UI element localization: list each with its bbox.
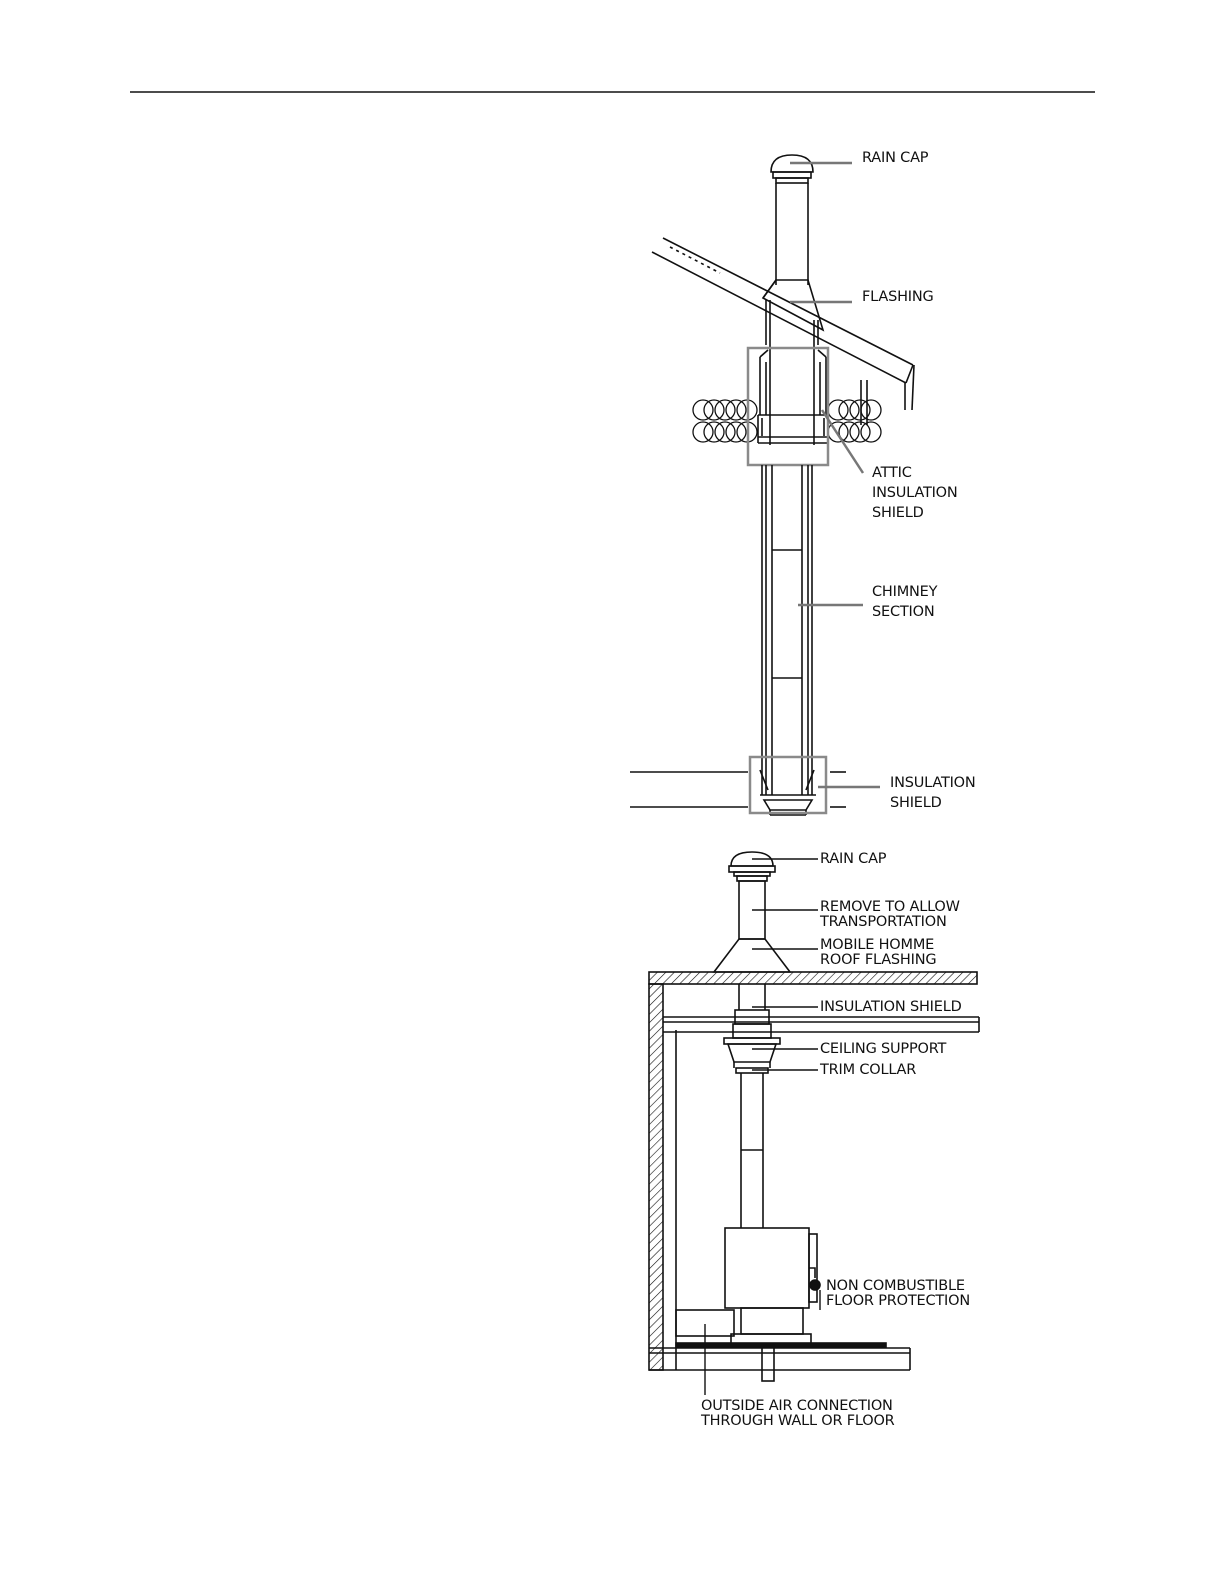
label-mobile-flashing-line1: MOBILE HOMME [820, 937, 934, 953]
rain-cap [771, 155, 813, 183]
label-attic-line3: SHIELD [872, 505, 924, 521]
label-chimney-line2: SECTION [872, 604, 934, 620]
label-chimney-line1: CHIMNEY [872, 584, 938, 600]
label-floor-protection-line2: FLOOR PROTECTION [826, 1293, 970, 1309]
mobile-roof [649, 972, 977, 984]
floor-air-inlet [762, 1345, 774, 1381]
wood-stove [725, 1228, 820, 1344]
mobile-home-diagram [649, 852, 979, 1395]
label-trim-collar: TRIM COLLAR [819, 1062, 916, 1078]
chimney-section [762, 465, 812, 795]
mobile-wall [649, 984, 663, 1370]
label-floor-protection-line1: NON COMBUSTIBLE [826, 1278, 965, 1294]
label-insulation-shield-mobile: INSULATION SHIELD [820, 999, 962, 1015]
label-remove-line1: REMOVE TO ALLOW [820, 899, 960, 915]
label-ceiling-support: CEILING SUPPORT [820, 1041, 947, 1057]
label-insulation-shield-line1: INSULATION [890, 775, 976, 791]
sloped-roof [652, 238, 914, 425]
label-rain-cap-mobile: RAIN CAP [820, 851, 887, 867]
label-outside-air-line2: THROUGH WALL OR FLOOR [700, 1413, 895, 1429]
floor-protection [676, 1343, 886, 1347]
mobile-ceiling [663, 1017, 979, 1032]
ceiling-support [724, 1024, 780, 1068]
label-flashing: FLASHING [862, 289, 934, 305]
top-labels: RAIN CAP FLASHING ATTIC INSULATION SHIEL… [862, 150, 976, 811]
mobile-floor [649, 1348, 910, 1370]
label-mobile-flashing-line2: ROOF FLASHING [820, 952, 936, 968]
label-attic-line1: ATTIC [872, 465, 912, 481]
label-insulation-shield-line2: SHIELD [890, 795, 942, 811]
label-attic-line2: INSULATION [872, 485, 958, 501]
attic-shield-detail [758, 350, 828, 443]
attic-insulation-right [828, 400, 881, 442]
label-remove-line2: TRANSPORTATION [819, 914, 947, 930]
top-leader-lines [790, 163, 880, 787]
label-rain-cap-top: RAIN CAP [862, 150, 929, 166]
mobile-rain-cap [729, 852, 775, 881]
label-outside-air-line1: OUTSIDE AIR CONNECTION [701, 1398, 893, 1414]
mobile-roof-flashing [714, 939, 790, 972]
